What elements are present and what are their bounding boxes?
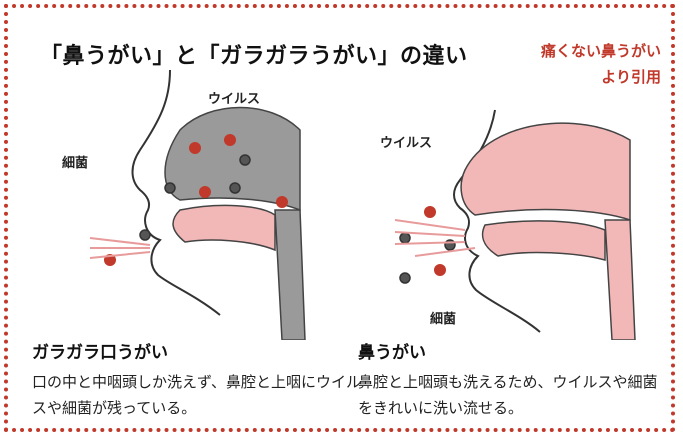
caption-heading-mouth: ガラガラ口うがい <box>32 338 362 363</box>
caption-heading-nasal: 鼻うがい <box>358 338 668 363</box>
comparison-illustration <box>20 70 660 340</box>
label-virus-right: ウイルス <box>380 132 432 151</box>
caption-mouth-gargle: ガラガラ口うがい 口の中と中咽頭しか洗えず、鼻腔と上咽にウイルスや細菌が残ってい… <box>32 338 362 421</box>
throat-right <box>605 220 635 340</box>
label-bacteria-right: 細菌 <box>430 308 456 327</box>
citation-line-1: 痛くない鼻うがい <box>541 38 661 64</box>
label-virus-left: ウイルス <box>208 88 260 107</box>
mouth-left <box>173 205 275 250</box>
caption-nasal-rinse: 鼻うがい 鼻腔と上咽頭も洗えるため、ウイルスや細菌をきれいに洗い流せる。 <box>358 338 668 421</box>
label-bacteria-left: 細菌 <box>62 152 88 171</box>
caption-text-nasal: 鼻腔と上咽頭も洗えるため、ウイルスや細菌をきれいに洗い流せる。 <box>358 369 668 421</box>
nasal-cavity-left <box>165 108 300 211</box>
caption-text-mouth: 口の中と中咽頭しか洗えず、鼻腔と上咽にウイルスや細菌が残っている。 <box>32 369 362 421</box>
mouth-right <box>483 221 605 260</box>
throat-left <box>275 210 305 340</box>
page-title: 「鼻うがい」と「ガラガラうがい」の違い <box>40 38 468 70</box>
left-head-illustration <box>90 70 305 340</box>
